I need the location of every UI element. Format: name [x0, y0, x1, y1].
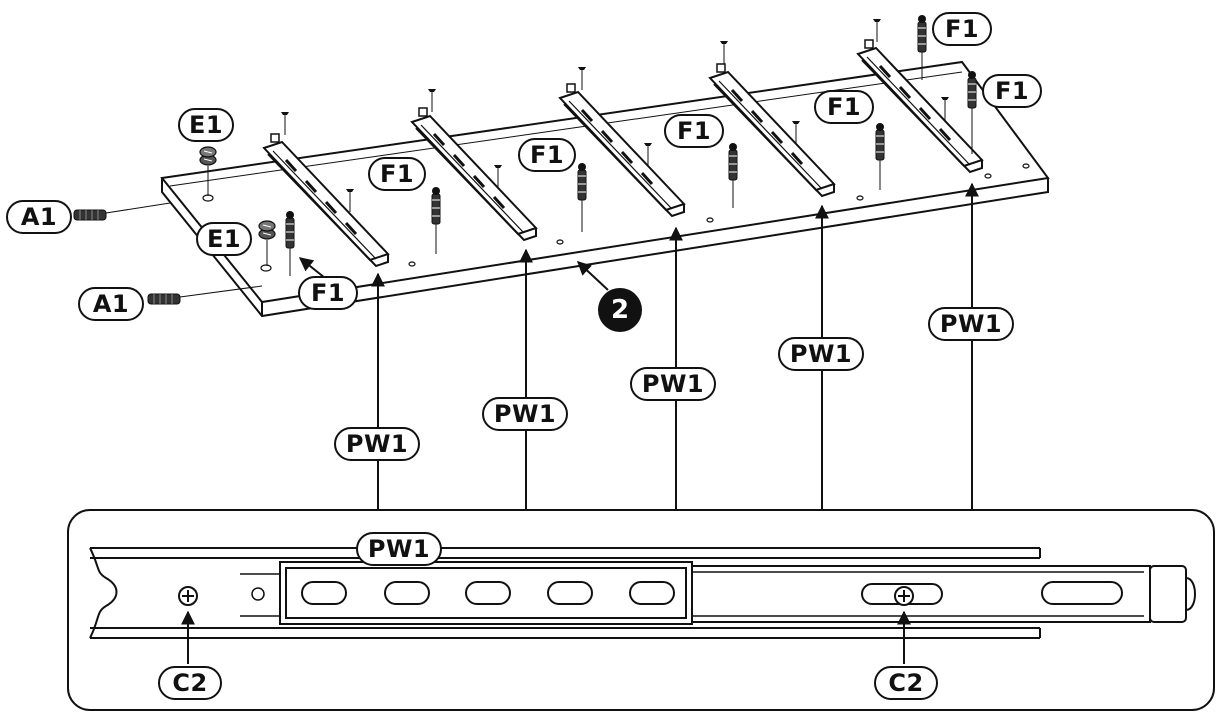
label-c2-right: C2: [874, 666, 938, 700]
label-e1-lower: E1: [196, 222, 252, 256]
cam-locks: [199, 146, 276, 266]
label-pw1-3: PW1: [630, 367, 716, 401]
label-f1-5: F1: [814, 90, 874, 124]
label-e1-top: E1: [178, 108, 234, 142]
label-pw1-4: PW1: [778, 337, 864, 371]
label-f1-3: F1: [518, 138, 576, 172]
c2-arrows: [181, 610, 911, 664]
cam-bolts: [73, 202, 263, 305]
dowels: [285, 14, 977, 276]
slide-screws: [178, 586, 914, 606]
label-a1-lower: A1: [78, 287, 144, 321]
label-pw1-2: PW1: [482, 397, 568, 431]
label-f1-2: F1: [368, 157, 426, 191]
step-number-badge: 2: [598, 288, 642, 332]
label-f1-left: F1: [298, 276, 358, 310]
label-pw1-5: PW1: [928, 307, 1014, 341]
label-pw1-inset: PW1: [356, 532, 442, 566]
label-a1-top: A1: [6, 200, 72, 234]
slide-slots: [301, 581, 1123, 605]
label-pw1-1: PW1: [334, 427, 420, 461]
label-f1-7: F1: [982, 74, 1042, 108]
detail-inset: [67, 509, 1215, 711]
slide-outer-rail: [89, 547, 1041, 639]
label-f1-4: F1: [664, 114, 724, 148]
label-f1-6: F1: [932, 12, 992, 46]
label-c2-left: C2: [158, 666, 222, 700]
